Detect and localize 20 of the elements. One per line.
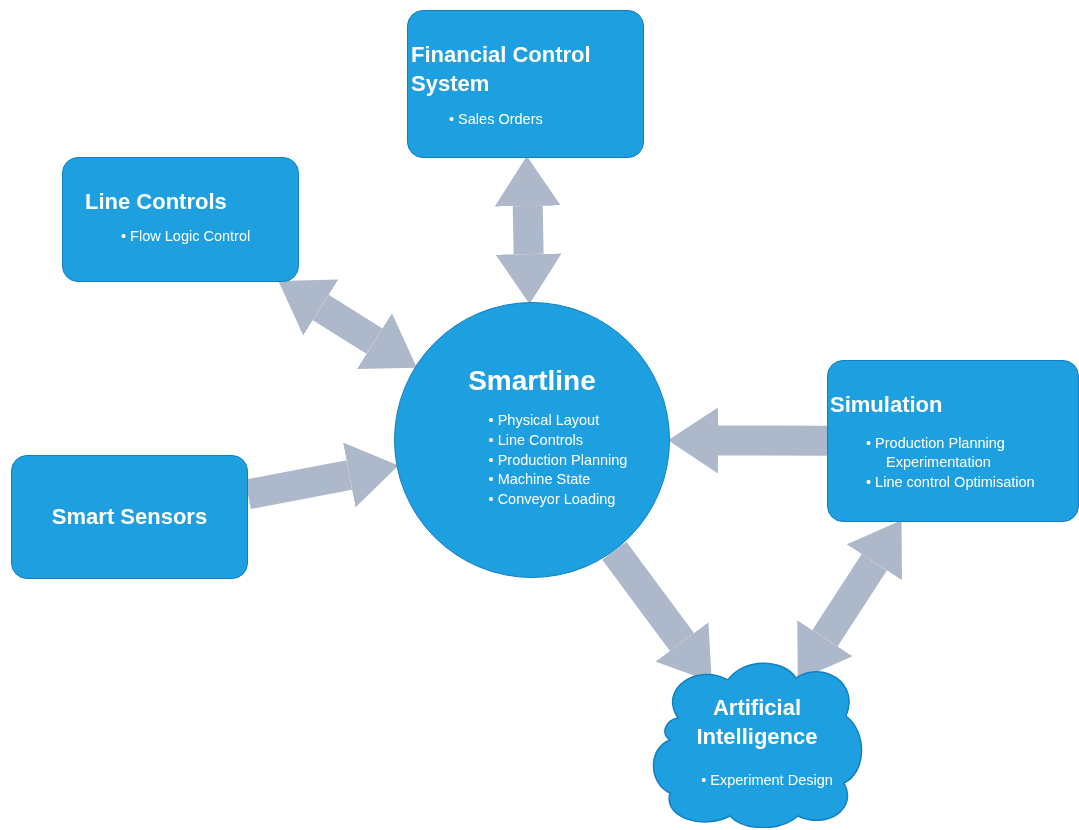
bullet-item: • Conveyor Loading bbox=[488, 489, 617, 509]
bullet-item: • Machine State bbox=[488, 470, 592, 490]
node-title: Smartline bbox=[468, 364, 596, 398]
bullet-item: • Line control Optimisation bbox=[866, 472, 1036, 492]
bullet-item: • Production Planning Experimentation bbox=[866, 433, 1006, 473]
node-title: Simulation bbox=[830, 391, 943, 419]
process-box bbox=[827, 360, 1079, 522]
bullet-item: • Experiment Design bbox=[701, 771, 833, 791]
node-title: Financial Control System bbox=[411, 41, 592, 98]
node-title: Artificial Intelligence bbox=[695, 694, 819, 751]
bullet-item: • Flow Logic Control bbox=[121, 226, 251, 246]
bullet-item: • Line Controls bbox=[488, 430, 585, 450]
bullet-item: • Sales Orders bbox=[449, 110, 543, 130]
node-title: Smart Sensors bbox=[51, 502, 208, 531]
process-box bbox=[11, 455, 248, 579]
bullet-item: • Physical Layout bbox=[488, 411, 601, 431]
node-title: Line Controls bbox=[85, 188, 227, 216]
process-box bbox=[407, 10, 644, 158]
bullet-item: • Production Planning bbox=[488, 450, 628, 470]
process-box bbox=[62, 157, 299, 282]
